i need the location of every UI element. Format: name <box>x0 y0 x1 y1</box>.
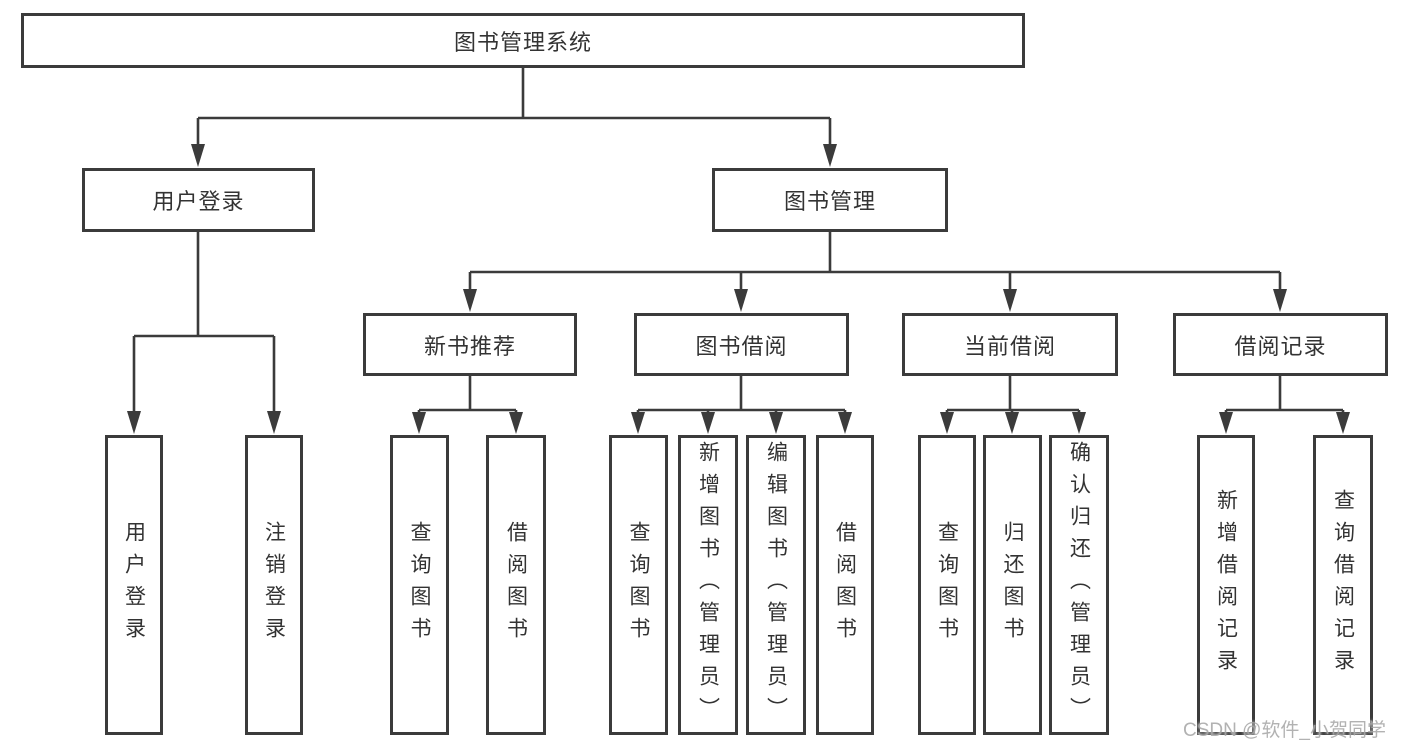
section-node-new-book-recommend: 新书推荐 <box>363 313 577 376</box>
leaf-node-label: 借阅图书 <box>833 521 857 649</box>
leaf-node-borrow-borrow-books: 借阅图书 <box>816 435 874 735</box>
leaf-node-user-login: 用户登录 <box>105 435 163 735</box>
leaf-node-label: 新增借阅记录 <box>1214 489 1238 681</box>
leaf-node-label: 用户登录 <box>122 521 146 649</box>
leaf-node-label: 查询图书 <box>408 521 431 649</box>
leaf-node-newbook-query-books: 查询图书 <box>390 435 449 735</box>
branch-node-label: 图书管理 <box>783 189 876 214</box>
branch-node-label: 用户登录 <box>152 189 245 214</box>
leaf-node-borrow-edit-books-admin: 编辑图书（管理员） <box>746 435 806 735</box>
leaf-node-label: 借阅图书 <box>504 521 528 649</box>
section-node-label: 当前借阅 <box>963 333 1056 359</box>
leaf-node-label: 新增图书（管理员） <box>696 441 720 729</box>
section-node-book-borrow: 图书借阅 <box>634 313 849 376</box>
leaf-node-borrow-add-books-admin: 新增图书（管理员） <box>678 435 738 735</box>
leaf-node-records-add-record: 新增借阅记录 <box>1197 435 1255 735</box>
section-node-borrow-records: 借阅记录 <box>1173 313 1388 376</box>
leaf-node-newbook-borrow-books: 借阅图书 <box>486 435 546 735</box>
root-node-label: 图书管理系统 <box>453 29 592 55</box>
leaf-node-label: 确认归还（管理员） <box>1067 441 1091 729</box>
csdn-watermark: CSDN @软件_小贺同学 <box>1183 720 1386 741</box>
section-node-current-borrow: 当前借阅 <box>902 313 1118 376</box>
leaf-node-current-query-books: 查询图书 <box>918 435 976 735</box>
arrowhead-icons <box>127 144 1350 434</box>
root-node-library-system: 图书管理系统 <box>21 13 1025 68</box>
leaf-node-records-query-record: 查询借阅记录 <box>1313 435 1373 735</box>
leaf-node-label: 注销登录 <box>262 521 286 649</box>
leaf-node-logout: 注销登录 <box>245 435 303 735</box>
leaf-node-current-return-books: 归还图书 <box>983 435 1042 735</box>
branch-node-user-login: 用户登录 <box>82 168 315 232</box>
branch-node-book-management: 图书管理 <box>712 168 948 232</box>
leaf-node-label: 编辑图书（管理员） <box>764 441 788 729</box>
section-node-label: 借阅记录 <box>1234 333 1327 359</box>
leaf-node-label: 查询图书 <box>627 521 650 649</box>
leaf-node-label: 查询图书 <box>935 521 959 649</box>
leaf-node-label: 查询借阅记录 <box>1331 489 1355 681</box>
section-node-label: 图书借阅 <box>695 333 788 359</box>
section-node-label: 新书推荐 <box>423 333 516 359</box>
leaf-node-current-confirm-return-admin: 确认归还（管理员） <box>1049 435 1109 735</box>
leaf-node-borrow-query-books: 查询图书 <box>609 435 668 735</box>
leaf-node-label: 归还图书 <box>1001 521 1024 649</box>
